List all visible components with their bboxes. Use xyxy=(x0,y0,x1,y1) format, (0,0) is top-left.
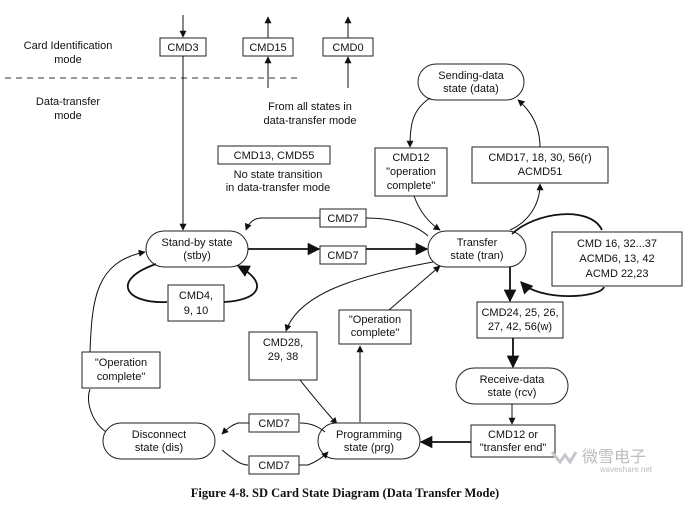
receive-state-name: Receive-data xyxy=(480,374,546,386)
cmd7-top-label: CMD7 xyxy=(327,213,358,225)
figure-caption: Figure 4-8. SD Card State Diagram (Data … xyxy=(191,486,499,500)
programming-state-name: Programming xyxy=(336,429,402,441)
disconnect-to-standby-arrow xyxy=(88,252,145,433)
transfer-state-code: state (tran) xyxy=(450,250,503,262)
cmd7-top-box: CMD7 xyxy=(319,208,367,228)
cmd24-box: CMD24, 25, 26,27, 42, 56(w) xyxy=(476,301,564,339)
programming-to-disconnect-arrow xyxy=(222,422,326,434)
watermark-cn: 微雪电子 xyxy=(582,448,646,466)
cmd0-label: CMD0 xyxy=(332,42,363,54)
sending-state-name: Sending-data xyxy=(438,70,504,82)
cmd12-end-box: CMD12 or"transfer end" xyxy=(470,424,556,458)
cmd15-label: CMD15 xyxy=(249,42,286,54)
cmd15-box: CMD15 xyxy=(242,16,294,88)
svg-text:CMD17, 18, 30, 56(r)ACMD51: CMD17, 18, 30, 56(r)ACMD51 xyxy=(488,152,591,178)
receive-state-code: state (rcv) xyxy=(488,387,537,399)
cmd12-to-transfer-arrow xyxy=(413,195,441,231)
cmd7-dis2-label: CMD7 xyxy=(258,460,289,472)
transfer-to-cmd17-arrow xyxy=(509,183,544,231)
standby-state-name: Stand-by state xyxy=(162,237,233,249)
cmd7-mid-box: CMD7 xyxy=(319,245,367,265)
cmd7-dis1-box: CMD7 xyxy=(248,413,300,433)
cmd17-box: CMD17, 18, 30, 56(r)ACMD51 xyxy=(471,146,609,184)
standby-state-code: (stby) xyxy=(183,250,211,262)
cmd3-box: CMD3 xyxy=(159,15,207,231)
svg-text:CMD24, 25, 26,27, 42, 56(w): CMD24, 25, 26,27, 42, 56(w) xyxy=(481,307,558,333)
cmd17-to-sending-arrow xyxy=(517,99,541,148)
svg-text:CMD28,29, 38: CMD28,29, 38 xyxy=(263,337,303,363)
sending-state-code: state (data) xyxy=(443,83,499,95)
cmd16-loop-arrow xyxy=(512,213,605,298)
sending-to-cmd12-arrow xyxy=(406,97,431,148)
cmd7-mid-label: CMD7 xyxy=(327,250,358,262)
cmd4-box: CMD4,9, 10 xyxy=(167,284,225,322)
standby-loop-arrow xyxy=(126,264,258,303)
standby-state: Stand-by state(stby) xyxy=(145,230,249,268)
svg-text:CMD12 or"transfer end": CMD12 or"transfer end" xyxy=(480,429,547,454)
cmd3-label: CMD3 xyxy=(167,42,198,54)
cmd0-box: CMD0 xyxy=(322,16,374,88)
watermark-en: waveshare.net xyxy=(599,465,653,474)
cmd7-dis1-label: CMD7 xyxy=(258,418,289,430)
programming-state-code: state (prg) xyxy=(344,442,394,454)
cmd13-label: CMD13, CMD55 xyxy=(234,150,315,162)
disconnect-state-name: Disconnect xyxy=(132,429,186,441)
cmd28-to-programming-arrow xyxy=(299,379,338,425)
disconnect-to-programming-arrow xyxy=(221,450,328,466)
op-mid-to-transfer-line xyxy=(388,265,441,311)
watermark-logo-icon xyxy=(550,451,578,465)
cmd28-box: CMD28,29, 38 xyxy=(248,331,318,381)
cmd13-box: CMD13, CMD55 xyxy=(217,145,331,165)
svg-text:Stand-by state(stby): Stand-by state(stby) xyxy=(162,237,233,262)
transfer-to-standby-arrow xyxy=(246,217,429,236)
svg-text:CMD4,9, 10: CMD4,9, 10 xyxy=(179,290,213,317)
disconnect-state-code: state (dis) xyxy=(135,442,183,454)
watermark: 微雪电子 waveshare.net xyxy=(550,448,653,474)
cmd7-dis2-box: CMD7 xyxy=(248,455,300,475)
transfer-state-name: Transfer xyxy=(457,237,498,249)
transfer-to-cmd28-arrow xyxy=(284,261,434,332)
